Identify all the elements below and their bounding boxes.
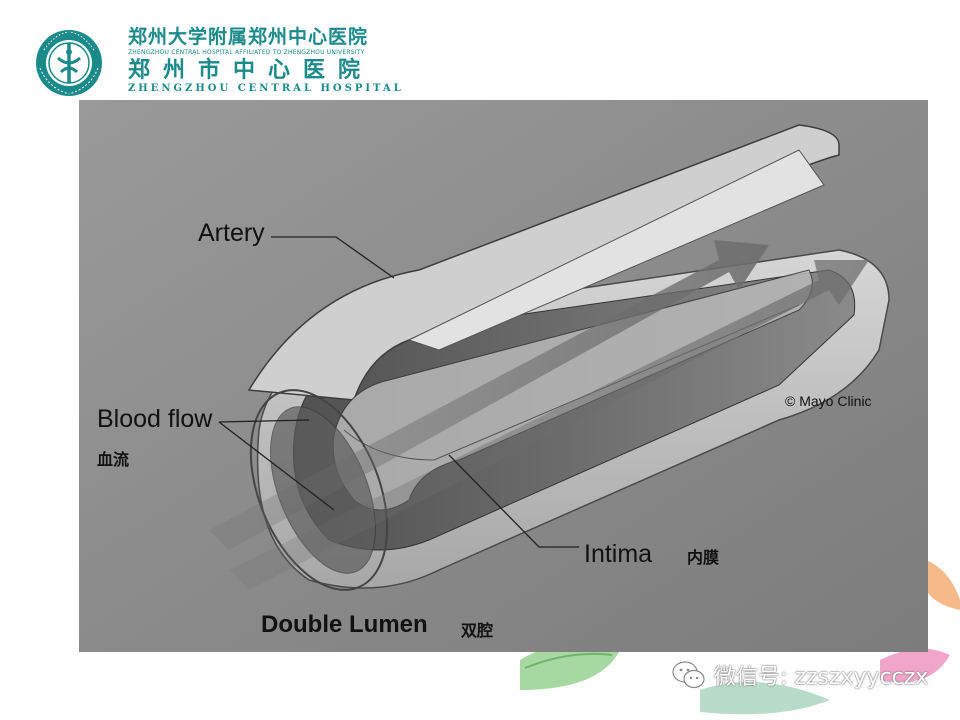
intima-leader-line <box>448 454 579 548</box>
header: 郑州大学附属郑州中心医院 ZHENGZHOU CENTRAL HOSPITAL … <box>0 0 960 100</box>
figure-title-cn: 双腔 <box>461 621 494 640</box>
artery-drawing <box>79 100 928 652</box>
blood-flow-leader-line-2 <box>218 421 335 511</box>
label-intima-en: Intima <box>584 540 653 568</box>
wechat-watermark: 微信号: zzszxyycczx <box>672 657 928 693</box>
blood-flow-arrow-lower <box>229 260 869 590</box>
wechat-icon <box>672 661 705 689</box>
blood-flow-leader-line-1 <box>218 419 310 423</box>
hospital-name-en-short: ZHENGZHOU CENTRAL HOSPITAL <box>128 83 404 94</box>
hospital-name-cn-full: 郑州大学附属郑州中心医院 <box>128 26 369 48</box>
label-artery: Artery <box>198 219 265 247</box>
hospital-name-en-full: ZHENGZHOU CENTRAL HOSPITAL AFFILIATED TO… <box>128 49 365 56</box>
wechat-id-text: 微信号: zzszxyycczx <box>714 665 929 690</box>
artery-illustration: Artery Blood flow 血流 Intima 内膜 © Mayo Cl… <box>79 100 928 652</box>
label-credit: © Mayo Clinic <box>785 393 872 409</box>
artery-upper-wall-surface <box>407 149 825 351</box>
label-blood-flow-cn: 血流 <box>97 450 130 469</box>
artery-leader-line <box>271 236 395 279</box>
hospital-seal-logo <box>36 30 102 96</box>
label-blood-flow-en: Blood flow <box>97 405 213 433</box>
hospital-name-block: 郑州大学附属郑州中心医院 ZHENGZHOU CENTRAL HOSPITAL … <box>128 26 404 95</box>
figure-title-en: Double Lumen <box>261 611 428 638</box>
label-intima-cn: 内膜 <box>687 548 720 567</box>
artery-upper-wall <box>247 124 840 401</box>
blood-flow-arrow-upper <box>209 240 769 550</box>
hospital-name-cn-short: 郑州市中心医院 <box>128 57 374 83</box>
